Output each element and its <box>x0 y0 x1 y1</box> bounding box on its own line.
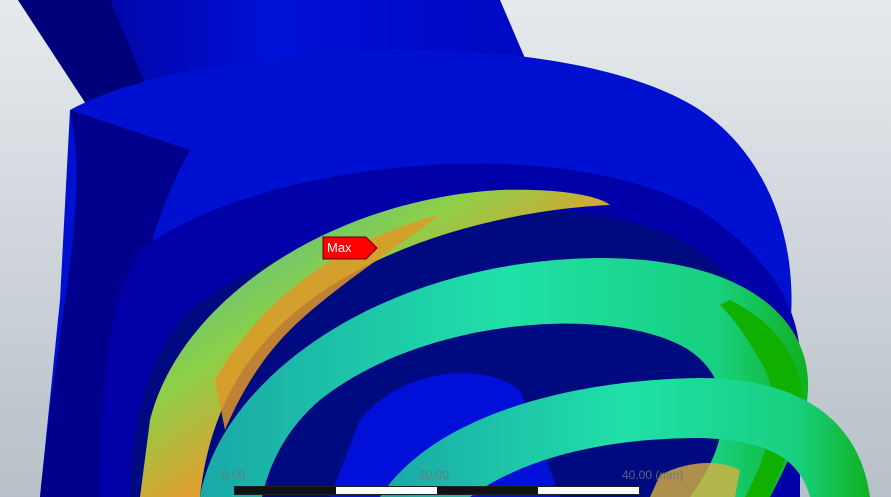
scale-segment-2 <box>336 487 437 494</box>
scale-segment-3 <box>437 487 538 494</box>
scale-ruler: 0.00 20.00 40.00 (mm) <box>222 466 702 497</box>
max-probe-label[interactable]: Max <box>322 236 378 260</box>
flange-shade <box>40 110 190 497</box>
max-probe-flag <box>322 236 378 260</box>
scale-track <box>234 486 640 495</box>
shaft-top-shade <box>18 0 150 110</box>
spring-coil-2-hot <box>650 463 740 497</box>
spring-coil-1 <box>200 258 809 497</box>
max-probe-text: Max <box>327 240 352 255</box>
scale-label-mid: 20.00 <box>419 468 450 482</box>
scale-label-end: 40.00 (mm) <box>622 468 684 482</box>
contact-zone-hot <box>215 215 440 430</box>
scale-segment-4 <box>538 487 639 494</box>
scale-segment-1 <box>235 487 336 494</box>
scale-label-start: 0.00 <box>222 468 246 482</box>
spring-coil-2 <box>380 378 870 497</box>
